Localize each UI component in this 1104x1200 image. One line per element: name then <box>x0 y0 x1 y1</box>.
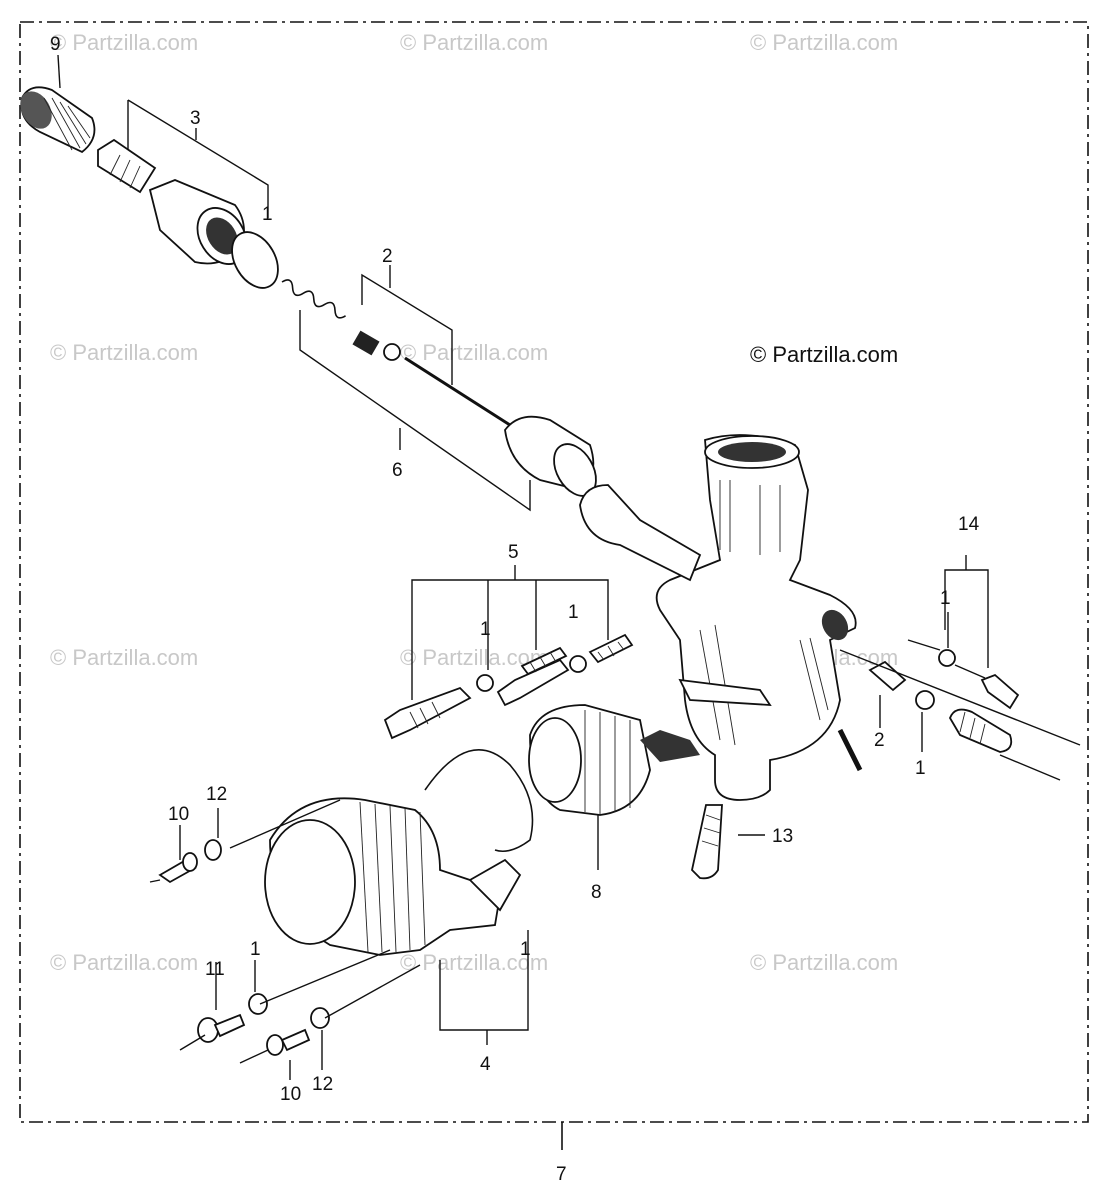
callout-5: 5 <box>508 542 519 563</box>
part-8-float <box>528 704 700 816</box>
watermark: © Partzilla.com <box>50 950 198 975</box>
part-2-fitting-right <box>868 660 907 692</box>
callout-2: 2 <box>874 730 885 751</box>
callout-1: 1 <box>480 619 491 640</box>
callout-11: 11 <box>205 959 225 980</box>
callout-13: 13 <box>772 826 793 847</box>
callout-1: 1 <box>250 939 261 960</box>
watermark: © Partzilla.com <box>400 950 548 975</box>
callout-8: 8 <box>591 882 602 903</box>
part-1-washer-bottom <box>248 993 268 1015</box>
watermark: © Partzilla.com <box>50 30 198 55</box>
part-10-screw-bottom <box>266 1028 311 1056</box>
part-carburetor-body <box>579 434 857 801</box>
callout-12: 12 <box>312 1074 333 1095</box>
part-5-jet <box>520 646 568 676</box>
watermark: © Partzilla.com <box>50 645 198 670</box>
part-1-o-ring-mid <box>569 655 587 673</box>
callout-1: 1 <box>262 204 273 225</box>
callouts: 9 3 1 2 6 5 1 1 14 1 2 1 13 8 10 12 1 11… <box>50 34 980 1185</box>
part-10-screw-top <box>158 852 198 884</box>
watermark: © Partzilla.com <box>50 340 198 365</box>
part-lever-rod <box>837 728 863 772</box>
callout-10: 10 <box>168 804 189 825</box>
callout-12: 12 <box>206 784 227 805</box>
part-12-washer-bottom <box>310 1007 330 1029</box>
watermark: © Partzilla.com <box>750 30 898 55</box>
part-1-o-ring-14 <box>938 649 956 667</box>
watermark: © Partzilla.com <box>400 340 548 365</box>
part-pilot-screw-left <box>383 686 472 740</box>
part-throttle-valve <box>504 415 597 497</box>
part-14-screw <box>980 673 1020 710</box>
watermark: © Partzilla.com <box>400 30 548 55</box>
part-11-screw <box>197 1013 246 1043</box>
part-tube-adjuster <box>97 138 157 194</box>
callout-7: 7 <box>556 1164 567 1185</box>
part-1-washer-top <box>231 231 279 289</box>
part-gasket-ring <box>424 748 534 853</box>
part-jet-needle <box>404 356 511 427</box>
part-1-o-ring-right <box>915 690 935 710</box>
leader-lines <box>57 54 1081 1080</box>
assembly-border <box>19 21 1089 1123</box>
callout-1: 1 <box>940 588 951 609</box>
callout-2: 2 <box>382 246 393 267</box>
part-pilot-jet <box>588 633 634 664</box>
callout-6: 6 <box>392 460 403 481</box>
part-12-washer-top <box>204 839 222 861</box>
callout-10: 10 <box>280 1084 301 1105</box>
part-13-drain-screw <box>691 804 723 880</box>
callout-1: 1 <box>915 758 926 779</box>
callout-1: 1 <box>568 602 579 623</box>
callout-1: 1 <box>520 939 531 960</box>
callout-14: 14 <box>958 514 980 535</box>
callout-9: 9 <box>50 34 61 55</box>
copyright-label: © Partzilla.com <box>750 342 898 367</box>
part-9-cap <box>20 86 96 154</box>
part-4-float-bowl <box>264 797 522 956</box>
part-air-screw <box>949 708 1013 753</box>
watermark: © Partzilla.com <box>750 950 898 975</box>
part-spring <box>281 279 346 319</box>
callout-3: 3 <box>190 108 201 129</box>
part-2-needle-clip <box>352 330 401 361</box>
part-pilot-screw-right <box>496 658 570 707</box>
callout-4: 4 <box>480 1054 491 1075</box>
part-1-o-ring-left <box>476 674 494 692</box>
